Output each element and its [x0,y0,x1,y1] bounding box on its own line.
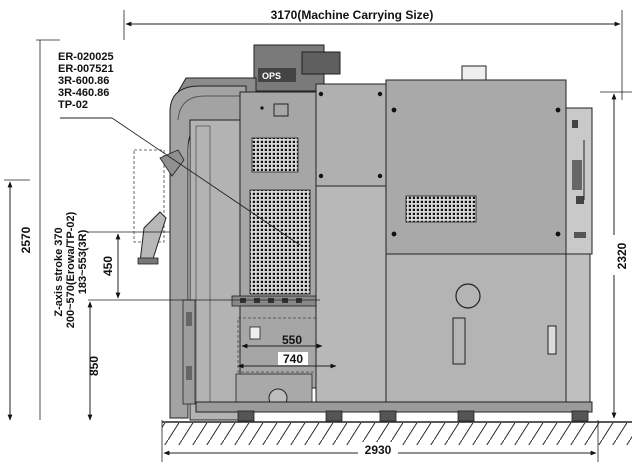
overall-height-label: 2570 [19,226,33,253]
base-width-label: 2930 [365,443,392,457]
side-connectors [572,120,586,238]
dim-850-label: 850 [87,356,101,376]
dim-cabinet-height: 2320 [600,91,632,419]
dim-450-label: 450 [101,256,115,276]
dim-740: 740 [237,352,337,369]
table-clamps [240,298,302,303]
leader-line [111,117,301,246]
dim-overall-height: 2570 [4,179,34,421]
top-box [461,65,487,81]
leveling-feet [237,410,589,422]
chuck-model-labels: ER-020025 ER-007521 3R-600.86 3R-460.86 … [58,51,114,111]
label-er-020025: ER-020025 [58,51,114,63]
dim-550-label: 550 [282,333,302,347]
cabinet-lock [455,283,481,309]
cabinet-handle [547,325,557,355]
label-tp-02: TP-02 [58,99,88,111]
dim-base-width: 2930 [161,420,599,462]
dim-z-axis-stroke: Z-axis stroke 370 200~570(Erowa/TP-02) 1… [36,39,89,420]
machine-body: OPS [169,44,593,422]
side-strip-lower [565,253,591,403]
dim-450: 450 [88,231,320,301]
carrying-width-label: 3170(Machine Carrying Size) [271,8,434,22]
label-3r-600-86: 3R-600.86 [58,75,109,87]
z-range-erowa-label: 200~570(Erowa/TP-02) [65,211,77,328]
indicator-box [273,103,289,117]
lower-door-panel [315,185,389,407]
machine-base [195,401,593,413]
dim-550: 550 [241,333,323,349]
dim-740-label: 740 [283,352,303,366]
chuck-bracket [139,211,167,263]
head-side-box [301,51,341,75]
label-3r-460-86: 3R-460.86 [58,87,109,99]
electrical-cabinet-upper [385,79,567,255]
cabinet-vent-grille [405,195,477,223]
upper-vent-grille [251,137,299,173]
upper-door-panel [315,83,389,187]
logo-plate [258,68,296,82]
label-er-007521: ER-007521 [58,63,114,75]
left-column [189,119,243,421]
electrical-cabinet-lower [385,253,567,403]
floor [162,421,632,445]
lower-vent-grille [249,189,311,295]
z-stroke-label: Z-axis stroke 370 [53,227,65,316]
cabinet-handle-slot [452,317,466,365]
machine-logo: OPS [262,71,281,81]
cabinet-height-label: 2320 [615,242,629,269]
dim-carrying-width: 3170(Machine Carrying Size) [123,8,623,100]
z-range-3r-label: 183~553(3R) [77,229,89,294]
chuck-assembly [60,117,301,265]
dim-850: 850 [87,301,101,421]
work-piece-symbol [249,326,261,340]
floor-hatching [162,423,632,445]
